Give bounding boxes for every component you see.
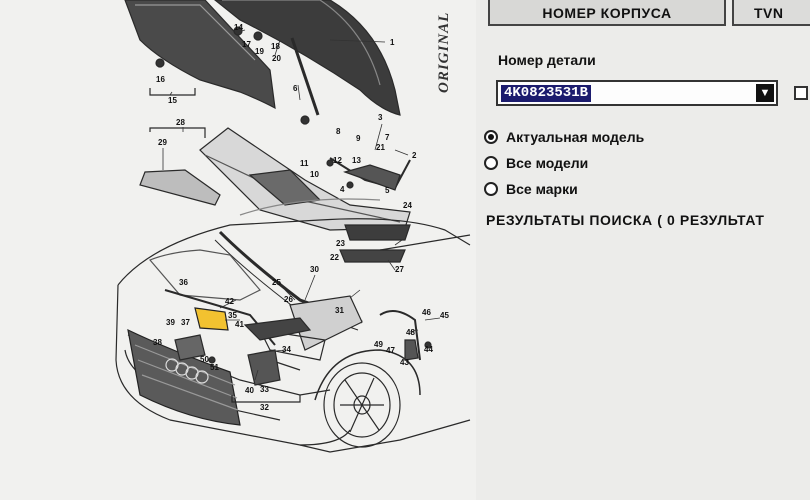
radio-label: Все марки <box>506 181 578 197</box>
callout-label[interactable]: 32 <box>260 403 269 412</box>
radio-all-models[interactable]: Все модели <box>484 153 588 173</box>
callout-label[interactable]: 6 <box>293 84 298 93</box>
callout-label[interactable]: 43 <box>400 358 409 367</box>
radio-checked-icon[interactable] <box>484 130 498 144</box>
original-brand-mark: ORIGINAL <box>436 11 452 93</box>
callout-label[interactable]: 5 <box>385 186 390 195</box>
callout-label[interactable]: 39 <box>166 318 175 327</box>
callout-label[interactable]: 26 <box>284 295 293 304</box>
callout-label[interactable]: 3 <box>378 113 383 122</box>
callout-label[interactable]: 11 <box>300 159 309 168</box>
search-panel: НОМЕР КОРПУСА TVN Номер детали 4K0823531… <box>476 0 810 500</box>
callout-label[interactable]: 37 <box>181 318 190 327</box>
callout-label[interactable]: 15 <box>168 96 177 105</box>
tab-tvn[interactable]: TVN <box>732 0 810 26</box>
radio-unchecked-icon[interactable] <box>484 182 498 196</box>
callout-label[interactable]: 48 <box>406 328 415 337</box>
callout-label[interactable]: 7 <box>385 133 390 142</box>
radio-all-brands[interactable]: Все марки <box>484 179 578 199</box>
callout-label[interactable]: 20 <box>272 54 281 63</box>
callout-label[interactable]: 46 <box>422 308 431 317</box>
callout-label[interactable]: 24 <box>403 201 412 210</box>
callout-label[interactable]: 19 <box>255 47 264 56</box>
callout-label[interactable]: 28 <box>176 118 185 127</box>
callout-label[interactable]: 22 <box>330 253 339 262</box>
callout-label[interactable]: 10 <box>310 170 319 179</box>
callout-label[interactable]: 29 <box>158 138 167 147</box>
radio-label: Актуальная модель <box>506 129 645 145</box>
radio-current-model[interactable]: Актуальная модель <box>484 127 644 147</box>
callout-label[interactable]: 27 <box>395 265 404 274</box>
radio-unchecked-icon[interactable] <box>484 156 498 170</box>
diagram-drawing: 1 2 3 4 5 6 7 8 9 10 11 12 13 14 15 16 1… <box>115 0 471 453</box>
callout-label[interactable]: 25 <box>272 278 281 287</box>
part-number-value[interactable]: 4K0823531B <box>501 85 592 102</box>
callout-label[interactable]: 50 <box>200 355 209 364</box>
tab-body-number[interactable]: НОМЕР КОРПУСА <box>488 0 726 26</box>
tab-bar: НОМЕР КОРПУСА TVN <box>476 0 810 30</box>
callout-label[interactable]: 14 <box>234 23 243 32</box>
callout-labels: 1 2 3 4 5 6 7 8 9 10 11 12 13 14 15 16 1… <box>153 23 449 412</box>
parts-diagram[interactable]: 1 2 3 4 5 6 7 8 9 10 11 12 13 14 15 16 1… <box>0 0 476 500</box>
callout-label[interactable]: 38 <box>153 338 162 347</box>
callout-label[interactable]: 21 <box>376 143 385 152</box>
callout-label[interactable]: 36 <box>179 278 188 287</box>
callout-label[interactable]: 44 <box>424 345 433 354</box>
callout-label[interactable]: 4 <box>340 185 345 194</box>
callout-label[interactable]: 35 <box>228 311 237 320</box>
callout-label[interactable]: 13 <box>352 156 361 165</box>
radio-label: Все модели <box>506 155 589 171</box>
callout-label[interactable]: 12 <box>333 156 342 165</box>
callout-label[interactable]: 1 <box>390 38 395 47</box>
callout-label[interactable]: 31 <box>335 306 344 315</box>
part-number-label: Номер детали <box>498 52 596 68</box>
callout-label[interactable]: 30 <box>310 265 319 274</box>
callout-label[interactable]: 40 <box>245 386 254 395</box>
callout-label[interactable]: 17 <box>242 40 251 49</box>
callout-label[interactable]: 49 <box>374 340 383 349</box>
callout-label[interactable]: 18 <box>271 42 280 51</box>
callout-label[interactable]: 45 <box>440 311 449 320</box>
chevron-down-icon[interactable]: ▼ <box>756 84 774 102</box>
callout-label[interactable]: 34 <box>282 345 291 354</box>
search-results-header: РЕЗУЛЬТАТЫ ПОИСКА ( 0 РЕЗУЛЬТАТ <box>486 212 765 228</box>
callout-label[interactable]: 42 <box>225 297 234 306</box>
part-number-combobox[interactable]: 4K0823531B ▼ <box>496 80 778 106</box>
callout-label[interactable]: 33 <box>260 385 269 394</box>
callout-label[interactable]: 47 <box>386 346 395 355</box>
callout-label[interactable]: 16 <box>156 75 165 84</box>
callout-label[interactable]: 23 <box>336 239 345 248</box>
callout-label[interactable]: 9 <box>356 134 361 143</box>
callout-label[interactable]: 41 <box>235 320 244 329</box>
callout-label[interactable]: 8 <box>336 127 341 136</box>
option-checkbox[interactable] <box>794 86 808 100</box>
callout-label[interactable]: 51 <box>210 363 219 372</box>
callout-label[interactable]: 2 <box>412 151 417 160</box>
